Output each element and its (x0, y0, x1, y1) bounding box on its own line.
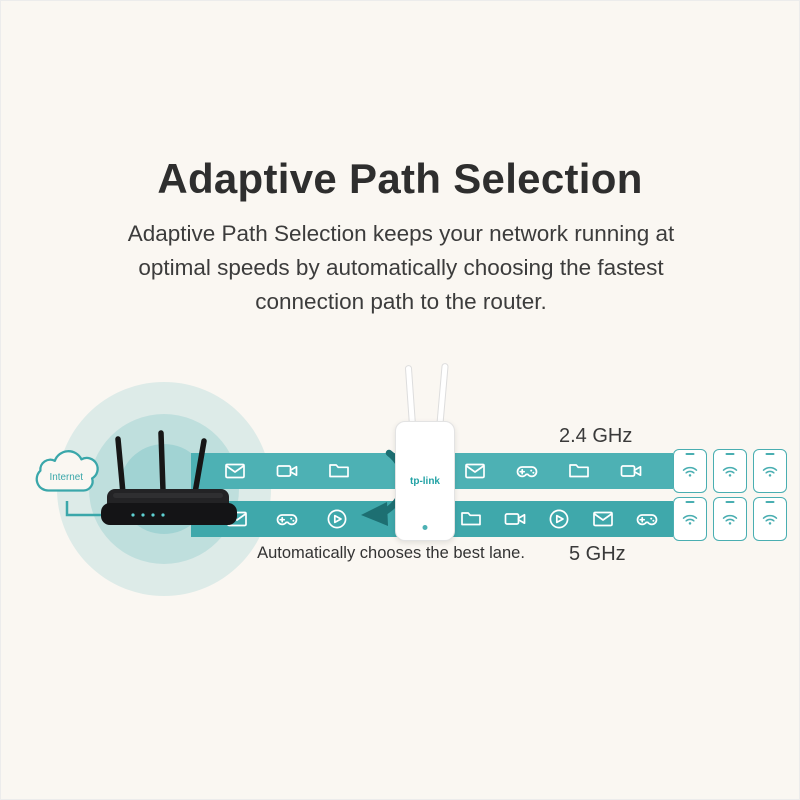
lane-2-4ghz-icons-right (463, 453, 643, 489)
folder-icon (567, 459, 591, 483)
folder-icon (459, 507, 483, 531)
lane-5ghz-icons-right (459, 501, 659, 537)
phone-icon (753, 497, 787, 541)
lane-2-4ghz-icons-left (223, 453, 351, 489)
lane-caption: Automatically chooses the best lane. (257, 544, 525, 562)
lane-5ghz-icons-left (225, 501, 349, 537)
phone-icon (713, 497, 747, 541)
client-devices-grid (673, 449, 787, 541)
extender-antenna-right (436, 362, 449, 428)
internet-label: Internet (49, 472, 83, 483)
page-title: Adaptive Path Selection (157, 155, 643, 202)
play-icon (325, 507, 349, 531)
extender-antenna-left (404, 364, 417, 430)
wifi-router (101, 430, 237, 525)
extender-led (422, 525, 428, 530)
mail-icon (591, 507, 615, 531)
page-subtitle: Adaptive Path Selection keeps your netwo… (127, 221, 675, 314)
phone-icon (713, 449, 747, 493)
internet-cloud-icon: Internet (35, 450, 99, 492)
video-icon (503, 507, 527, 531)
label-2-4ghz: 2.4 GHz (559, 425, 633, 447)
mail-icon (463, 459, 487, 483)
game-controller-icon (635, 507, 659, 531)
video-icon (619, 459, 643, 483)
label-5ghz: 5 GHz (569, 543, 626, 565)
game-controller-icon (515, 459, 539, 483)
phone-icon (673, 449, 707, 493)
game-controller-icon (275, 507, 299, 531)
range-extender: tp-link (395, 421, 455, 541)
video-icon (275, 459, 299, 483)
folder-icon (327, 459, 351, 483)
play-icon (547, 507, 571, 531)
tp-link-logo: tp-link (410, 475, 440, 487)
mail-icon (223, 459, 247, 483)
phone-icon (753, 449, 787, 493)
cloud-connector-line (65, 501, 115, 517)
phone-icon (673, 497, 707, 541)
